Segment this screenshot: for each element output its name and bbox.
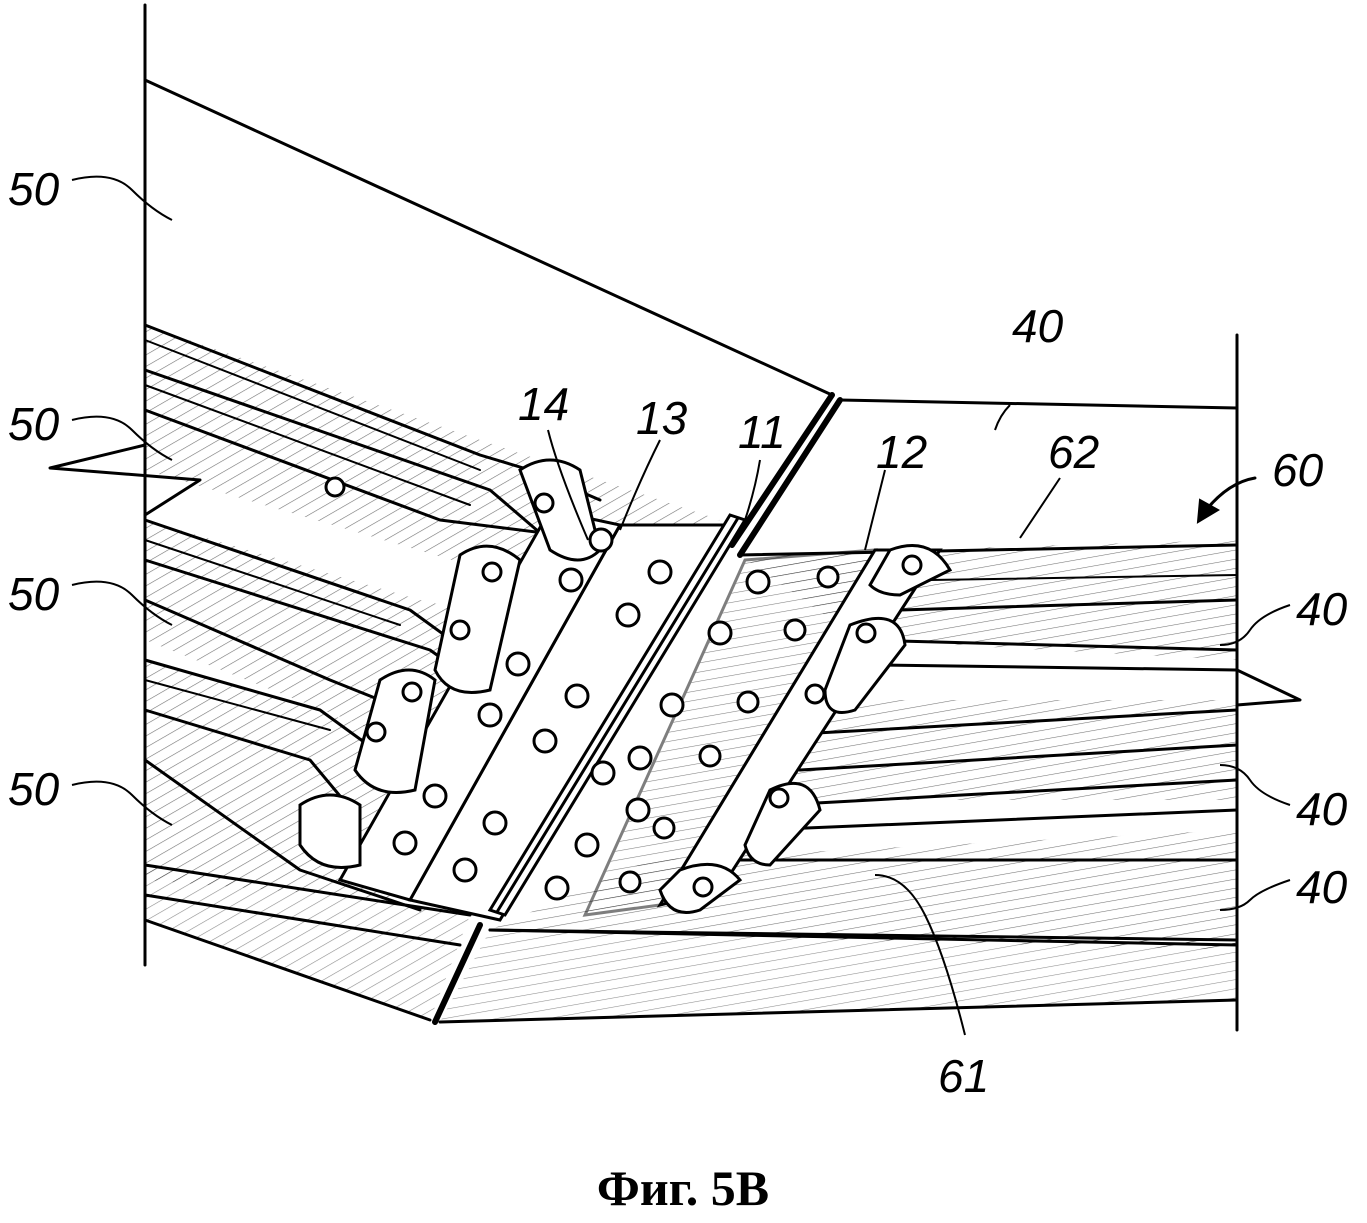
label-40-b: 40 (1296, 783, 1348, 835)
label-12: 12 (876, 426, 927, 478)
right-bottom-skin (438, 928, 1239, 1024)
arrow-60 (1196, 476, 1257, 524)
label-60: 60 (1272, 444, 1324, 496)
label-50-a: 50 (8, 163, 60, 215)
figure-caption: Фиг. 5B (597, 1160, 769, 1216)
label-50-c: 50 (8, 568, 60, 620)
label-40-top: 40 (1012, 300, 1064, 352)
leader-lines (71, 175, 1291, 1036)
left-panel-top (143, 78, 835, 548)
left-bottom-skin (143, 863, 483, 1025)
label-50-d: 50 (8, 763, 60, 815)
label-14: 14 (518, 378, 569, 430)
label-62: 62 (1048, 426, 1099, 478)
right-panel-top (737, 397, 1239, 558)
left-wedge-notch (48, 443, 202, 517)
reference-labels: 50 50 50 50 14 13 11 12 40 62 60 40 40 4… (8, 163, 1348, 1102)
label-61: 61 (938, 1050, 989, 1102)
label-40-a: 40 (1296, 583, 1348, 635)
label-50-b: 50 (8, 398, 60, 450)
rivets (324, 476, 923, 901)
label-11: 11 (738, 406, 786, 458)
label-40-c: 40 (1296, 861, 1348, 913)
label-13: 13 (636, 392, 688, 444)
